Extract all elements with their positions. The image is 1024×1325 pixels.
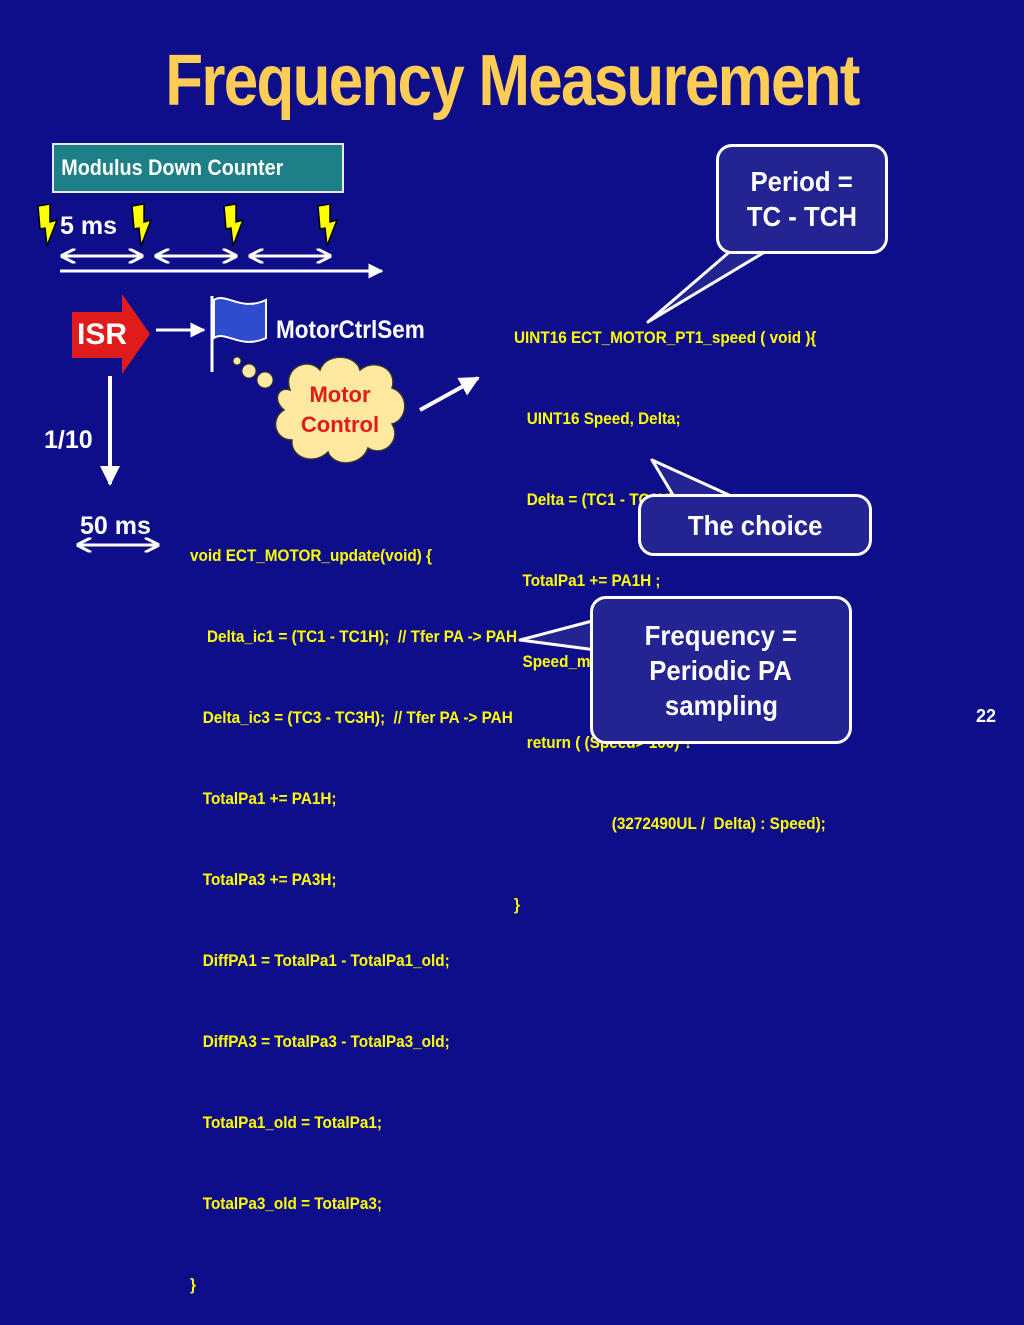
motor-control-line2: Control xyxy=(300,412,380,437)
code-line: TotalPa1 += PA1H; xyxy=(190,789,337,808)
isr-box: ISR xyxy=(72,312,132,358)
choice-callout-label: The choice xyxy=(687,509,823,541)
motor-to-code-arrow xyxy=(419,376,480,412)
modulus-down-counter-box: Modulus Down Counter xyxy=(52,143,344,193)
lightning-icon xyxy=(131,203,153,247)
frequency-callout: Frequency = Periodic PA sampling xyxy=(590,596,852,744)
code-line: } xyxy=(190,1275,196,1294)
update-function-code: void ECT_MOTOR_update(void) { Delta_ic1 … xyxy=(190,488,517,1325)
code-line: void ECT_MOTOR_update(void) { xyxy=(190,546,432,565)
motor-control-cloud xyxy=(274,356,406,464)
semaphore-label: MotorCtrlSem xyxy=(276,316,425,344)
motor-control-line1: Motor xyxy=(309,382,371,407)
modulus-down-counter-label: Modulus Down Counter xyxy=(61,155,284,180)
slow-interval-label: 50 ms xyxy=(80,512,151,540)
code-line: UINT16 ECT_MOTOR_PT1_speed ( void ){ xyxy=(514,328,817,347)
lightning-icon xyxy=(37,203,59,247)
lightning-icon xyxy=(223,203,245,247)
page-number: 22 xyxy=(975,706,996,726)
code-line: Delta_ic1 = (TC1 - TC1H); // Tfer PA -> … xyxy=(190,627,518,646)
thought-bubble-icon xyxy=(232,356,274,389)
code-line: (3272490UL / Delta) : Speed); xyxy=(514,814,826,833)
semaphore-flag-icon xyxy=(210,296,267,372)
code-line: UINT16 Speed, Delta; xyxy=(514,409,681,428)
code-line: TotalPa3 += PA3H; xyxy=(190,870,337,889)
period-callout: Period = TC - TCH xyxy=(716,144,888,254)
code-line: TotalPa1 += PA1H ; xyxy=(514,571,661,590)
code-line: TotalPa3_old = TotalPa3; xyxy=(190,1194,383,1213)
code-line: TotalPa1_old = TotalPa1; xyxy=(190,1113,383,1132)
slide-title: Frequency Measurement xyxy=(165,41,860,121)
divider-label: 1/10 xyxy=(44,426,93,454)
interval-label: 5 ms xyxy=(60,212,117,240)
period-callout-line1: Period = xyxy=(750,166,854,197)
code-line: DiffPA3 = TotalPa3 - TotalPa3_old; xyxy=(190,1032,450,1051)
choice-callout: The choice xyxy=(638,494,872,556)
code-line: } xyxy=(514,895,520,914)
period-callout-line2: TC - TCH xyxy=(746,201,858,232)
code-line: DiffPA1 = TotalPa1 - TotalPa1_old; xyxy=(190,951,450,970)
frequency-callout-line2: Periodic PA xyxy=(649,654,793,686)
lightning-icon xyxy=(317,203,339,247)
code-line: Delta_ic3 = (TC3 - TC3H); // Tfer PA -> … xyxy=(190,708,513,727)
motor-control-label: Motor Control xyxy=(285,380,395,440)
frequency-callout-line3: sampling xyxy=(664,689,778,721)
frequency-callout-line1: Frequency = xyxy=(644,619,798,651)
